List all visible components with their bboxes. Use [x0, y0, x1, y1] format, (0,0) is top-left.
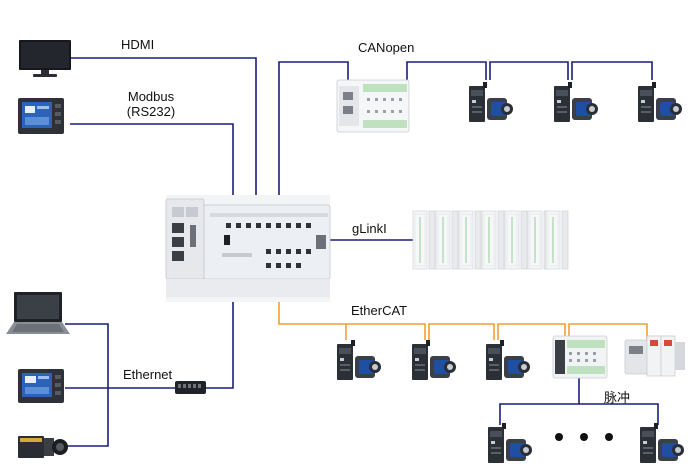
- modbus-label-line1: Modbus: [127, 89, 175, 104]
- io-module-icon: [624, 335, 685, 377]
- ethercat-label: EtherCAT: [351, 303, 408, 318]
- ethernet-label: Ethernet: [123, 367, 173, 382]
- hdmi-link: [70, 57, 257, 195]
- modbus-label-line2: (RS232): [126, 104, 176, 119]
- canopen-bus-2: [489, 61, 569, 80]
- modbus-label: Modbus (RS232): [112, 89, 190, 119]
- ethercat-servo-3: [486, 340, 530, 380]
- hdmi-label: HDMI: [121, 37, 155, 52]
- canopen-label: CANopen: [358, 40, 415, 55]
- hmi-panel-icon: [18, 98, 64, 134]
- connection-lines: [65, 57, 659, 447]
- pulse-servo-1: [488, 423, 532, 463]
- ethercat-lines: [278, 302, 648, 340]
- canopen-servo-3: [638, 82, 682, 122]
- ethernet-laptop-link: [65, 323, 109, 447]
- pulse-bus: [499, 403, 659, 425]
- hmi-panel-icon: [18, 369, 64, 403]
- ethercat-link: [278, 302, 426, 340]
- io-module-icon: [336, 79, 410, 133]
- modbus-link: [70, 123, 234, 195]
- glink-label: gLinkI: [352, 221, 387, 236]
- canopen-servo-1: [469, 82, 513, 122]
- canopen-bus-1: [406, 61, 487, 80]
- io-module-icon: [552, 335, 608, 379]
- ethercat-servo-2: [412, 340, 456, 380]
- glink-io-stack: [412, 210, 569, 270]
- pulse-label: 脉冲: [604, 390, 631, 405]
- ethernet-switch-icon: [175, 381, 206, 394]
- canopen-servo-2: [554, 82, 598, 122]
- ellipsis-dots: [555, 433, 613, 441]
- ethercat-bus-1: [428, 323, 495, 340]
- canopen-bus-3: [571, 61, 653, 80]
- canopen-link: [278, 61, 349, 195]
- ethercat-servo-1: [337, 340, 381, 380]
- motion-controller-icon: [165, 195, 331, 302]
- ethernet-controller-link: [205, 302, 234, 389]
- monitor-icon: [19, 40, 71, 77]
- laptop-icon: [6, 292, 70, 334]
- pulse-servo-2: [640, 423, 684, 463]
- ethercat-bus-3: [568, 323, 648, 340]
- ethercat-bus-2: [497, 323, 566, 340]
- industrial-camera-icon: [18, 436, 68, 458]
